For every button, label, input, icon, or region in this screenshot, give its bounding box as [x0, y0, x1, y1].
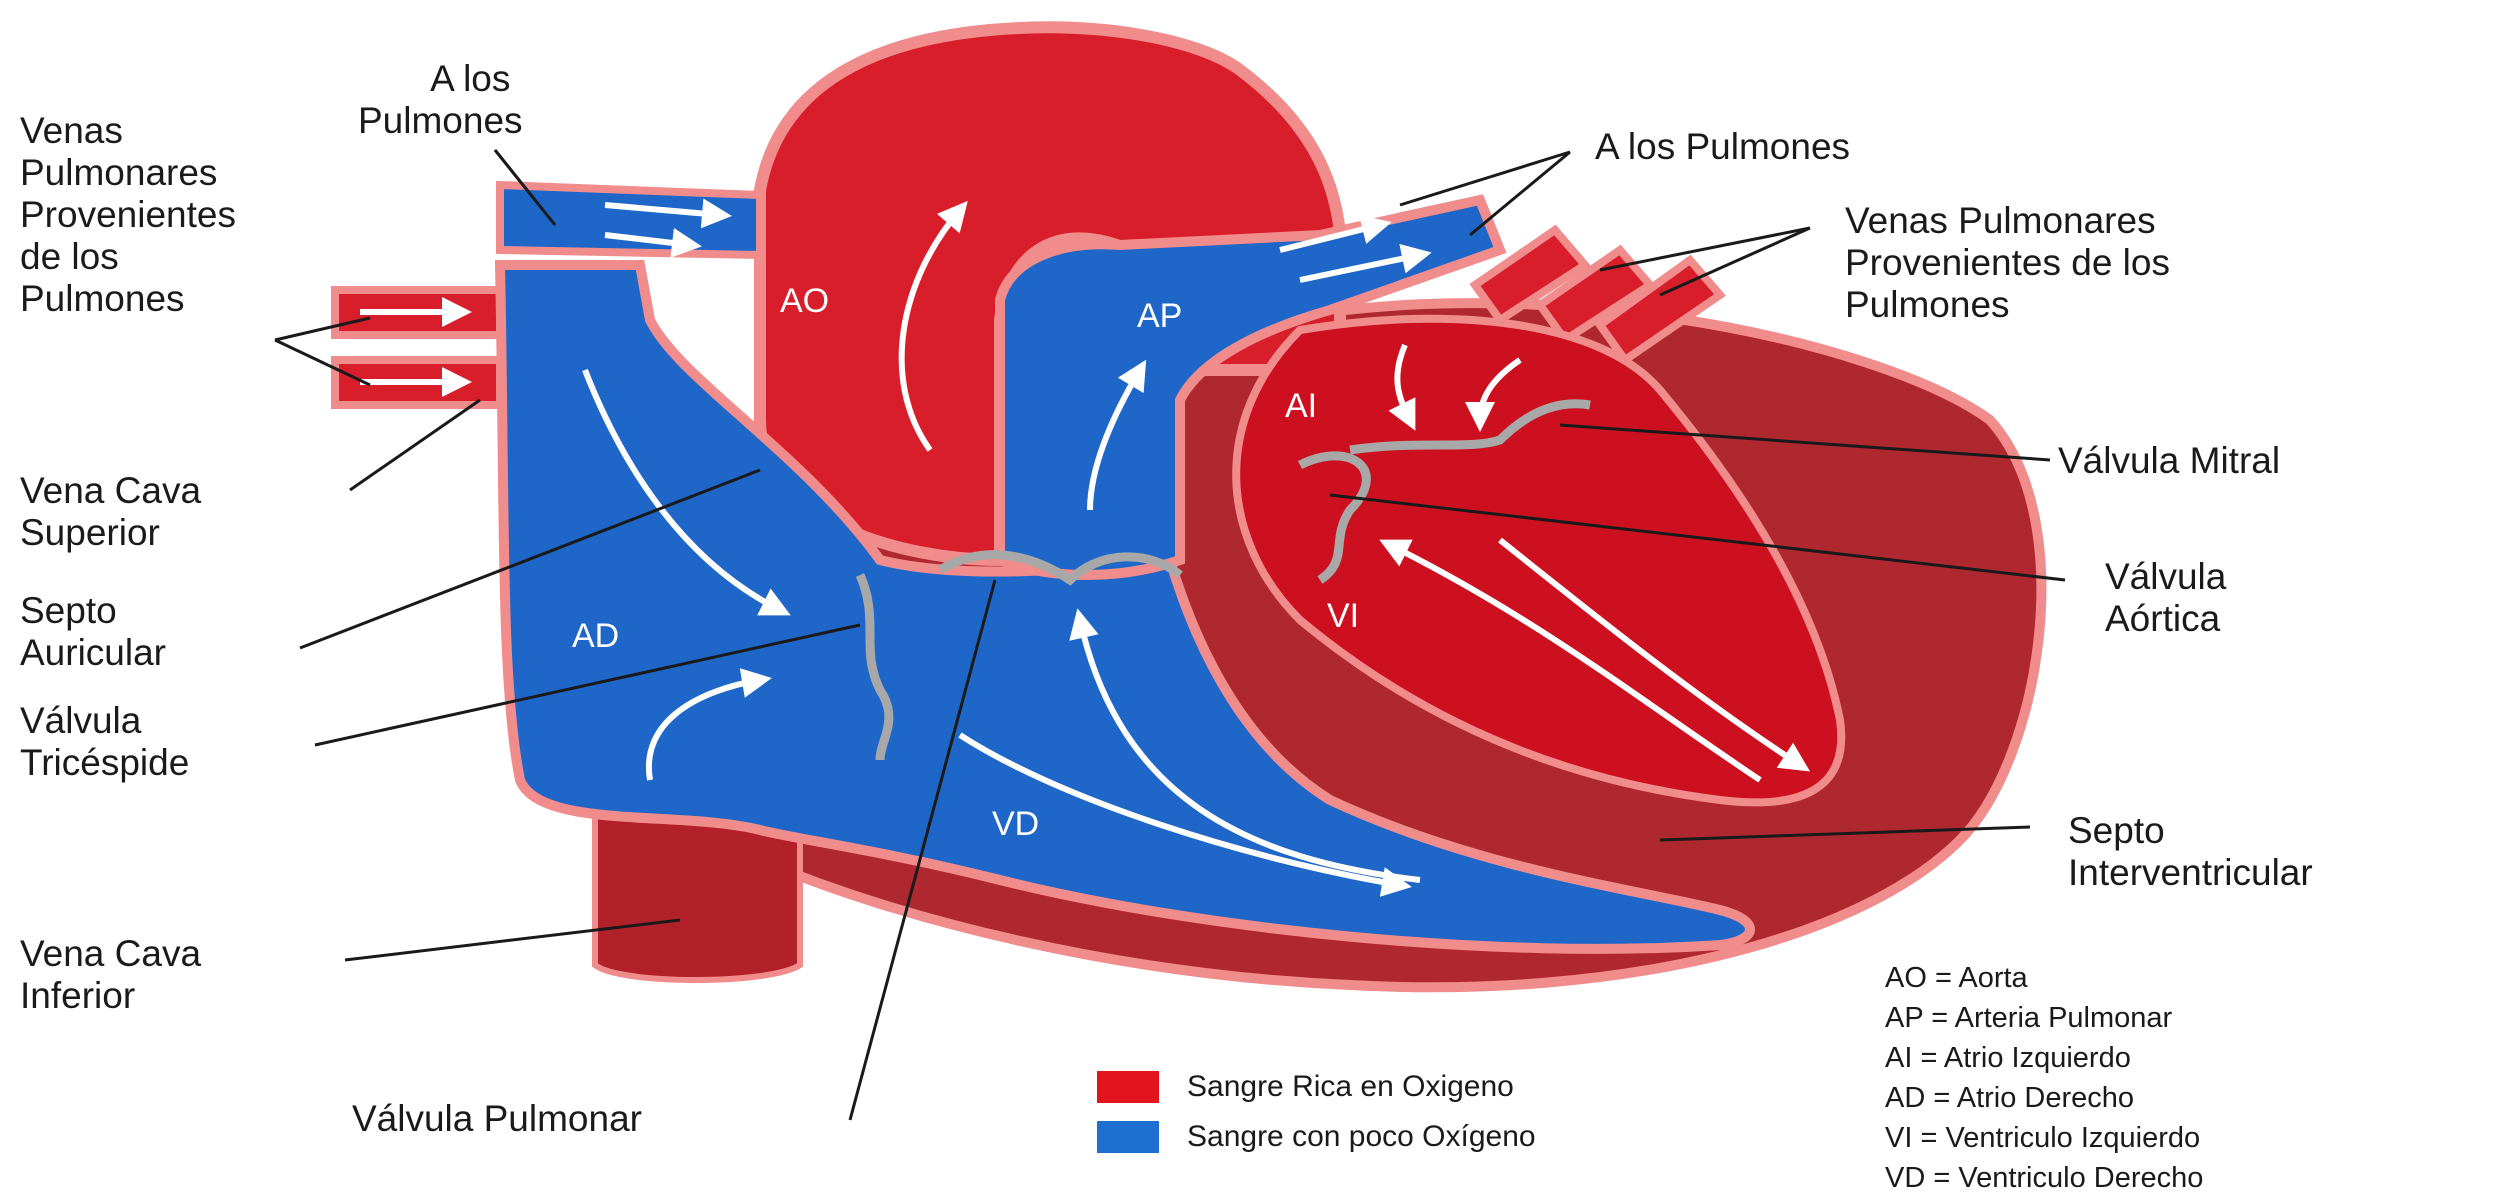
label-line: Válvula Mitral [2058, 440, 2280, 482]
label-line: Tricéspide [20, 742, 189, 784]
label-line: Vena Cava [20, 470, 201, 512]
label-line: Septo [20, 590, 166, 632]
label-line: Septo [2068, 810, 2313, 852]
label-line: Válvula Pulmonar [352, 1098, 642, 1140]
chamber-label-vd: VD [992, 805, 1039, 844]
label-line: Pulmones [20, 278, 236, 320]
label-line: Venas [20, 110, 236, 152]
label-line: Pulmones [1845, 284, 2170, 326]
chamber-label-ap: AP [1137, 297, 1182, 336]
label-septo-auricular: Septo Auricular [20, 590, 166, 674]
label-line: Válvula [2105, 556, 2226, 598]
label-vena-cava-inferior: Vena Cava Inferior [20, 933, 201, 1017]
label-line: Pulmones [358, 100, 523, 142]
legend-swatch [1097, 1071, 1159, 1103]
label-line: Pulmonares [20, 152, 236, 194]
abbreviation-item: AP = Arteria Pulmonar [1885, 998, 2172, 1038]
label-septo-interventricular: Septo Interventricular [2068, 810, 2313, 894]
label-line: Aórtica [2105, 598, 2226, 640]
chamber-label-ao: AO [780, 282, 829, 321]
abbreviation-item: AD = Atrio Derecho [1885, 1078, 2134, 1118]
label-line: Provenientes [20, 194, 236, 236]
abbreviation-item: VI = Ventriculo Izquierdo [1885, 1118, 2200, 1158]
left-pulmonary-veins [335, 290, 500, 405]
chamber-label-ai: AI [1285, 387, 1317, 426]
label-line: A los [418, 58, 523, 100]
abbreviation-item: AI = Atrio Izquierdo [1885, 1038, 2131, 1078]
label-line: Provenientes de los [1845, 242, 2170, 284]
pulmonary-branches-left [500, 185, 760, 255]
chamber-label-vi: VI [1327, 597, 1359, 636]
label-venas-pulmonares-left: Venas Pulmonares Provenientes de los Pul… [20, 110, 236, 320]
label-line: A los Pulmones [1595, 126, 1850, 168]
label-line: Interventricular [2068, 852, 2313, 894]
label-a-los-pulmones-left: A los Pulmones [418, 58, 523, 142]
label-line: Válvula [20, 700, 189, 742]
label-valvula-tricuspide: Válvula Tricéspide [20, 700, 189, 784]
label-line: Auricular [20, 632, 166, 674]
label-line: Inferior [20, 975, 201, 1017]
chamber-label-ad: AD [572, 617, 619, 656]
legend-item-oxygen-poor: Sangre con poco Oxígeno [1097, 1120, 1536, 1154]
abbreviation-item: VD = Ventriculo Derecho [1885, 1158, 2203, 1198]
label-line: Vena Cava [20, 933, 201, 975]
label-vena-cava-superior: Vena Cava Superior [20, 470, 201, 554]
label-line: Venas Pulmonares [1845, 200, 2170, 242]
label-valvula-mitral: Válvula Mitral [2058, 440, 2280, 482]
label-a-los-pulmones-right: A los Pulmones [1595, 126, 1850, 168]
legend-swatch [1097, 1121, 1159, 1153]
legend-label: Sangre con poco Oxígeno [1187, 1120, 1536, 1154]
label-valvula-pulmonar: Válvula Pulmonar [352, 1098, 642, 1140]
label-venas-pulmonares-right: Venas Pulmonares Provenientes de los Pul… [1845, 200, 2170, 326]
abbreviation-item: AO = Aorta [1885, 958, 2028, 998]
label-valvula-aortica: Válvula Aórtica [2105, 556, 2226, 640]
legend-label: Sangre Rica en Oxigeno [1187, 1070, 1514, 1104]
label-line: Superior [20, 512, 201, 554]
legend-item-oxygen-rich: Sangre Rica en Oxigeno [1097, 1070, 1514, 1104]
label-line: de los [20, 236, 236, 278]
